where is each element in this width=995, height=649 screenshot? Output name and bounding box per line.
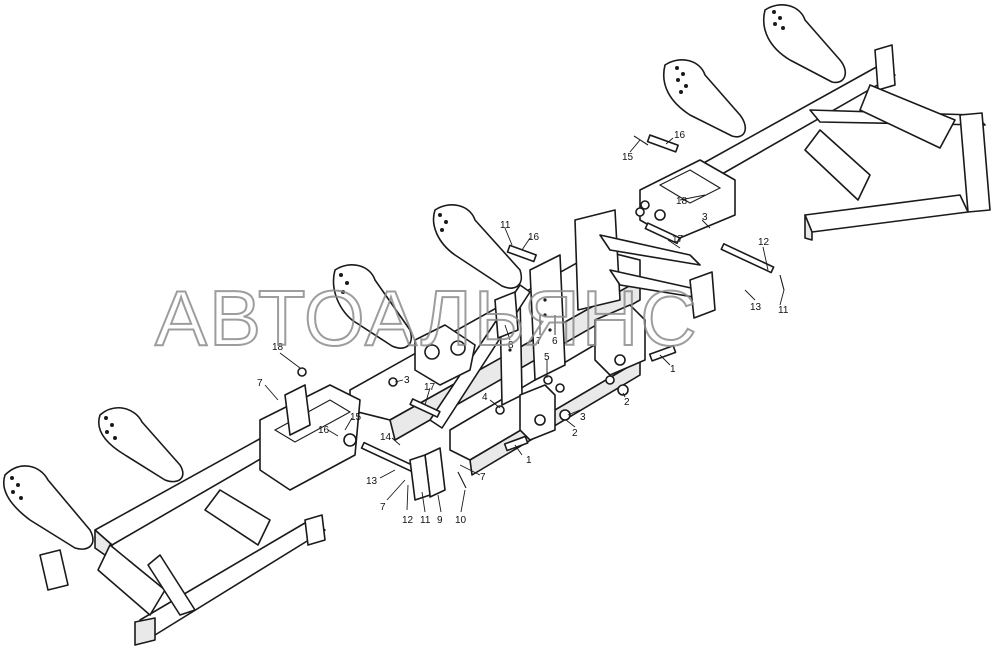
callout-label: 14: [380, 432, 392, 443]
callout-label: 12: [758, 237, 770, 248]
callout-label: 11: [778, 305, 789, 316]
callout-label: 7: [380, 502, 386, 513]
callout-label: 17: [424, 382, 436, 393]
callout-label: 11: [500, 220, 511, 231]
callout-label: 16: [318, 425, 330, 436]
callout-label: 2: [624, 397, 630, 408]
callout-label: 2: [572, 428, 578, 439]
callout-label: 4: [482, 392, 488, 403]
callout-label: 16: [528, 232, 540, 243]
callout-label: 13: [750, 302, 762, 313]
callout-label: 17: [672, 234, 684, 245]
callout-label: 1: [670, 364, 676, 375]
watermark-text: АВТОАЛЬЯНС: [155, 274, 699, 362]
loose-parts: [297, 134, 785, 501]
callout-label: 8: [508, 340, 514, 351]
callout-label: 16: [674, 130, 686, 141]
left-frame: [3, 384, 361, 646]
leader-lines: [264, 137, 785, 513]
callout-label: 7: [480, 472, 486, 483]
callout-label: 18: [272, 342, 284, 353]
callout-label: 11: [420, 515, 431, 526]
right-frame: [639, 4, 991, 241]
callout-label: 15: [350, 412, 362, 423]
callout-label: 7: [536, 336, 542, 347]
callout-label: 1: [526, 455, 532, 466]
callout-label: 12: [402, 515, 414, 526]
callout-label: 3: [580, 412, 586, 423]
callout-label: 7: [257, 378, 263, 389]
callout-label: 18: [676, 196, 688, 207]
callouts: 16 15 18 3 17 12 13 11 11 16 7 6 5 1 8 2…: [257, 130, 789, 526]
callout-label: 15: [622, 152, 634, 163]
central-assembly: [332, 204, 716, 476]
callout-label: 10: [455, 515, 467, 526]
callout-label: 13: [366, 476, 378, 487]
callout-label: 3: [702, 212, 708, 223]
callout-label: 3: [404, 375, 410, 386]
callout-label: 5: [544, 352, 550, 363]
callout-label: 6: [552, 336, 558, 347]
callout-label: 9: [437, 515, 443, 526]
